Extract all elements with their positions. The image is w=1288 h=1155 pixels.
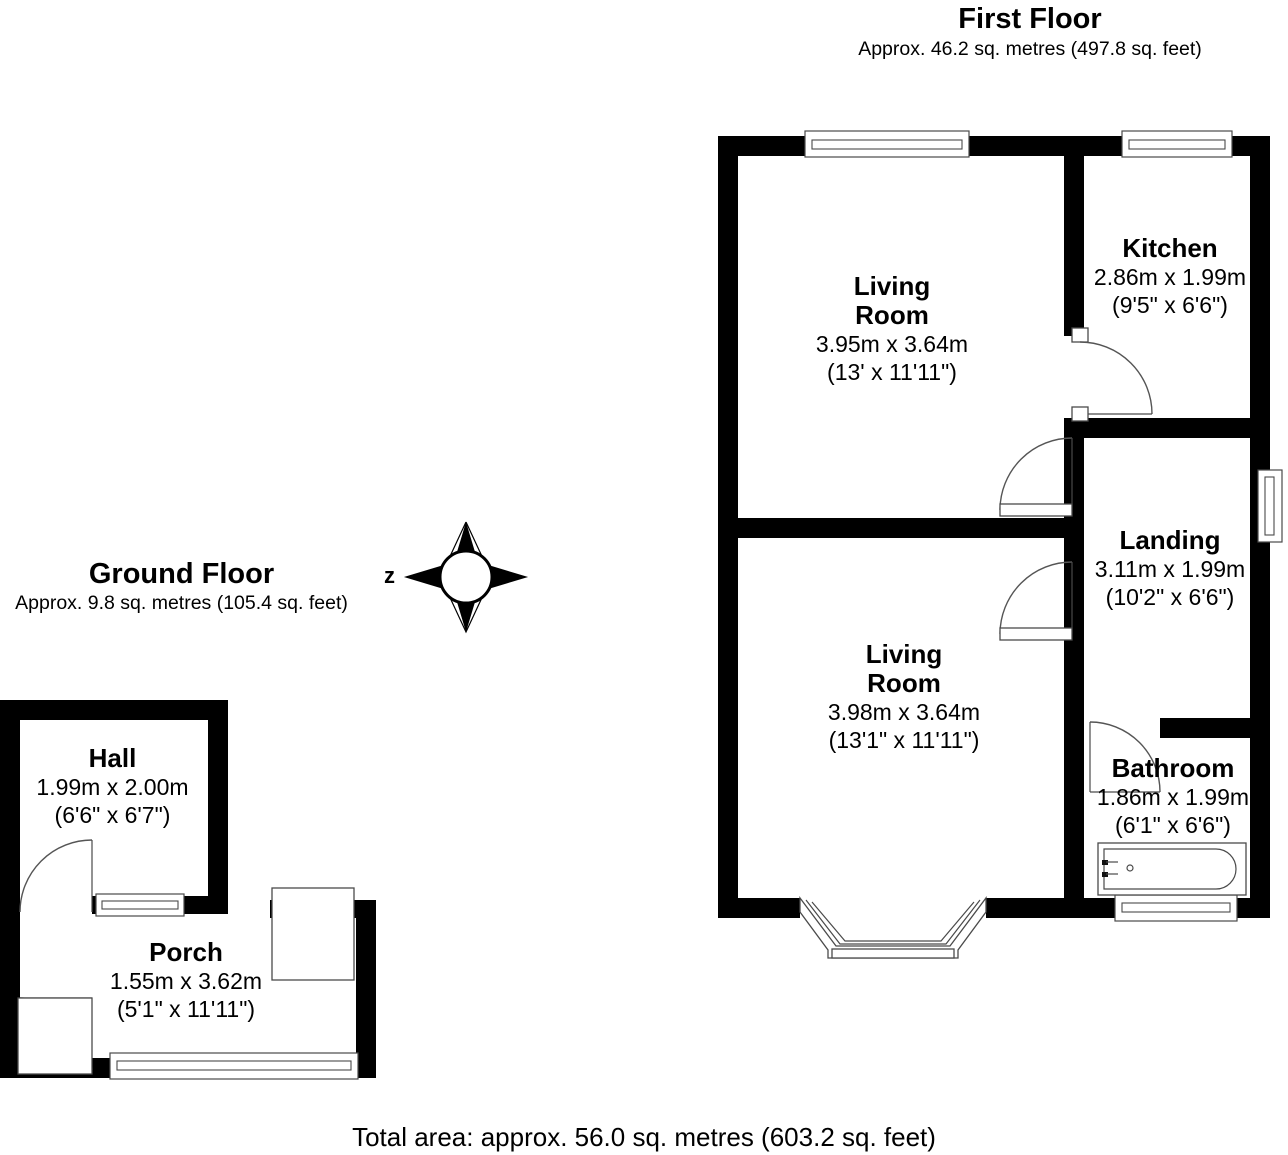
wall-vert-partition-lower: [1064, 528, 1084, 718]
room-label-landing: Landing 3.11m x 1.99m (10'2" x 6'6"): [1070, 526, 1270, 611]
window-living-room-upper-north: [804, 130, 970, 158]
room-dim-metric-living-room-lower: 3.98m x 3.64m: [827, 699, 981, 725]
bay-window-living-room-lower: [799, 896, 987, 959]
ground-floor-title: Ground Floor: [88, 558, 275, 590]
ground-floor-geometry: [0, 700, 376, 1080]
room-dim-metric-living-room-upper: 3.95m x 3.64m: [815, 331, 969, 357]
window-porch-south: [109, 1052, 359, 1080]
room-name-landing: Landing: [1119, 525, 1221, 555]
room-name-living-room-upper: Living Room: [853, 271, 931, 330]
wall-landing-bathroom: [1160, 718, 1270, 738]
room-dim-imperial-porch: (5'1" x 11'11"): [116, 996, 256, 1022]
compass-rose-icon: [403, 521, 529, 634]
room-dim-metric-hall: 1.99m x 2.00m: [36, 774, 189, 800]
ground-floor-subtitle: Approx. 9.8 sq. metres (105.4 sq. feet): [15, 592, 348, 614]
room-dim-imperial-hall: (6'6" x 6'7"): [54, 802, 171, 828]
door-living-room-lower: [999, 561, 1073, 641]
wall-kitchen-landing: [1064, 418, 1270, 438]
wall-bottom-left: [718, 898, 800, 918]
total-area-text: Total area: approx. 56.0 sq. metres (603…: [352, 1122, 936, 1152]
room-dim-imperial-living-room-lower: (13'1" x 11'11"): [828, 727, 980, 753]
room-label-living-room-upper: Living Room 3.95m x 3.64m (13' x 11'11"): [778, 272, 1006, 386]
door-bathroom: [1089, 721, 1161, 793]
room-dim-imperial-living-room-upper: (13' x 11'11"): [827, 359, 957, 385]
room-name-hall: Hall: [88, 743, 137, 773]
door-hall: [19, 839, 93, 913]
gf-wall-left: [0, 700, 20, 1078]
room-label-porch: Porch 1.55m x 3.62m (5'1" x 11'11"): [82, 938, 290, 1023]
room-dim-imperial-landing: (10'2" x 6'6"): [1105, 584, 1235, 610]
window-kitchen-north: [1121, 130, 1233, 158]
room-dim-metric-landing: 3.11m x 1.99m: [1094, 556, 1246, 582]
room-name-living-room-lower: Living Room: [865, 639, 943, 698]
room-dim-metric-bathroom: 1.86m x 1.99m: [1096, 784, 1250, 810]
room-name-bathroom: Bathroom: [1111, 753, 1235, 783]
room-label-kitchen: Kitchen 2.86m x 1.99m (9'5" x 6'6"): [1070, 234, 1270, 319]
wall-vert-partition-upper: [1064, 136, 1084, 336]
room-dim-metric-porch: 1.55m x 3.62m: [109, 968, 263, 994]
door-porch-side: [271, 887, 355, 981]
gf-wall-top: [0, 700, 228, 720]
room-name-kitchen: Kitchen: [1122, 233, 1218, 263]
door-living-room-upper: [999, 437, 1073, 517]
door-kitchen: [1071, 327, 1153, 422]
room-label-living-room-lower: Living Room 3.98m x 3.64m (13'1" x 11'11…: [790, 640, 1018, 754]
wall-living-divider: [718, 518, 1084, 538]
wall-vert-partition-mid: [1064, 418, 1084, 528]
first-floor-subtitle: Approx. 46.2 sq. metres (497.8 sq. feet): [858, 38, 1202, 60]
door-porch-front: [17, 997, 93, 1075]
compass-label: z: [384, 563, 395, 588]
bathtub-fixture: [1097, 842, 1247, 896]
room-dim-imperial-bathroom: (6'1" x 6'6"): [1115, 812, 1231, 838]
wall-bottom-mid: [986, 898, 1080, 918]
room-label-bathroom: Bathroom 1.86m x 1.99m (6'1" x 6'6"): [1068, 754, 1278, 839]
window-bathroom-south: [1114, 894, 1238, 922]
gf-wall-hall-right: [208, 700, 228, 912]
window-hall-south: [95, 893, 185, 917]
room-dim-imperial-kitchen: (9'5" x 6'6"): [1112, 292, 1228, 318]
window-landing-east: [1257, 469, 1283, 543]
room-name-porch: Porch: [149, 937, 223, 967]
room-dim-metric-kitchen: 2.86m x 1.99m: [1093, 264, 1247, 290]
wall-vert-partition-bath: [1064, 718, 1084, 918]
room-label-hall: Hall 1.99m x 2.00m (6'6" x 6'7"): [10, 744, 215, 829]
first-floor-title: First Floor: [958, 3, 1102, 35]
gf-wall-porch-right: [356, 900, 376, 1078]
first-floor-geometry: [718, 130, 1283, 959]
